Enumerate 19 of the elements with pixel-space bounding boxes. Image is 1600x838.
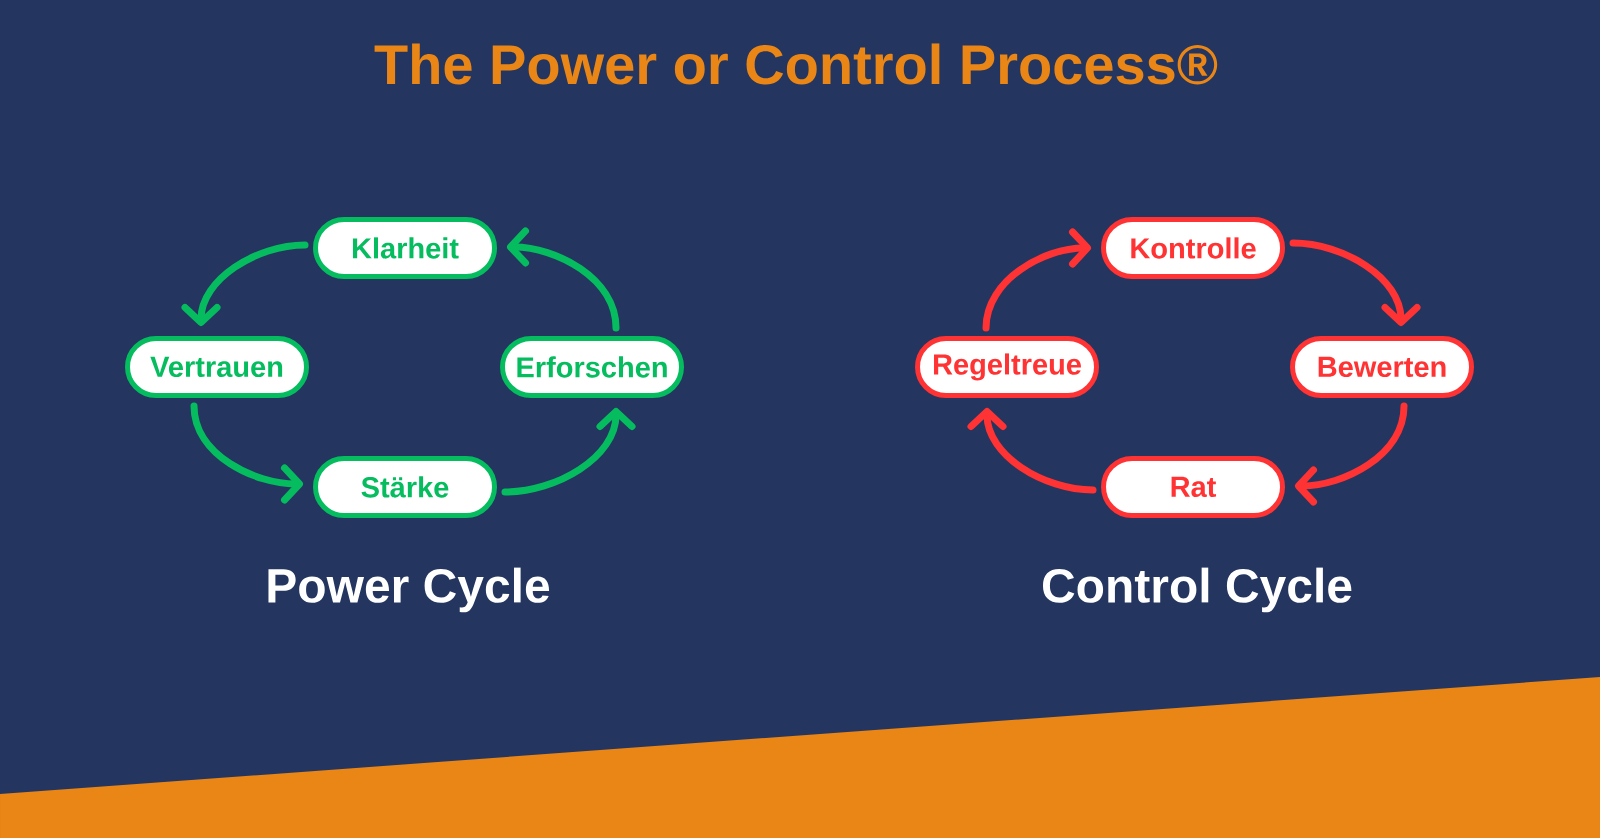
cycle-label: Control Cycle <box>1042 567 1352 613</box>
pill-box: Rat <box>1101 456 1285 518</box>
curved-arrow <box>507 227 620 332</box>
curved-arrow <box>982 228 1091 332</box>
curved-arrow <box>181 241 309 326</box>
curved-arrow <box>1295 402 1408 506</box>
pill-box: Regeltreue <box>915 336 1099 398</box>
pill-box: Vertrauen <box>125 336 309 398</box>
curved-arrow <box>967 408 1097 494</box>
pill-box: Kontrolle <box>1101 217 1285 279</box>
curved-arrow <box>501 408 636 496</box>
curved-arrow <box>190 402 303 504</box>
pill-box: Erforschen <box>500 336 684 398</box>
pill-box: Bewerten <box>1290 336 1474 398</box>
pill-box: Klarheit <box>313 217 497 279</box>
cycle-label: Power Cycle <box>268 567 550 613</box>
title: The Power or Control Process® <box>374 43 1218 85</box>
curved-arrow <box>1289 239 1421 326</box>
pill-box: Stärke <box>313 456 497 518</box>
